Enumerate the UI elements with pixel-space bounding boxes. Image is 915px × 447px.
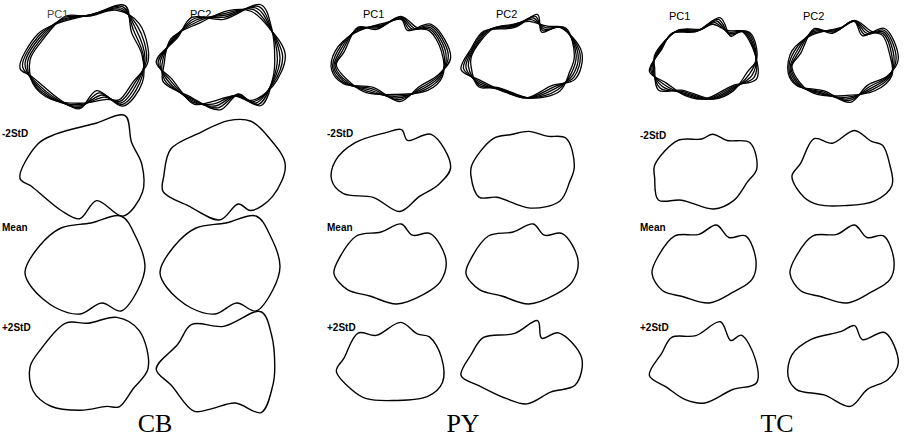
panel-label: CB <box>138 410 173 439</box>
outline-shape <box>29 317 148 410</box>
outline-shape <box>20 115 144 219</box>
pc-label: PC1 <box>47 8 68 20</box>
outline-shape <box>156 311 275 413</box>
pc-label: PC1 <box>669 10 690 22</box>
outline-variant <box>156 4 275 106</box>
outline-variant <box>336 16 444 94</box>
row-label: -2StD <box>2 128 28 139</box>
outline-shape <box>162 119 285 220</box>
outline-shape <box>652 225 756 303</box>
pc-label: PC2 <box>190 8 211 20</box>
outline-shape <box>788 325 899 406</box>
outline-shape <box>649 322 758 404</box>
panel-label: PY <box>446 410 479 439</box>
row-label: -2StD <box>640 130 666 141</box>
outline-variant <box>27 9 146 105</box>
outline-variant <box>158 6 277 105</box>
pc-overlay <box>331 16 451 101</box>
outline-shape <box>654 134 757 209</box>
outline-shape <box>792 130 893 206</box>
outline-variant <box>461 14 582 98</box>
outline-variant <box>160 7 280 106</box>
outline-shape <box>471 131 575 208</box>
row-label: +2StD <box>2 322 31 333</box>
outline-variant <box>335 17 444 96</box>
outline-variant <box>790 21 894 99</box>
panel-label: TC <box>760 410 793 439</box>
outline-variant <box>466 18 578 98</box>
pc-overlay <box>156 4 285 110</box>
outline-shape <box>334 224 446 304</box>
pc-overlay <box>20 5 149 109</box>
row-label: Mean <box>2 222 28 233</box>
outline-shape <box>160 215 280 314</box>
row-label: +2StD <box>327 322 356 333</box>
outline-variant <box>29 10 148 103</box>
outline-shape <box>790 225 894 303</box>
outline-shape <box>25 215 145 314</box>
pc-overlay <box>461 14 582 98</box>
outline-variant <box>649 18 758 100</box>
row-label: +2StD <box>640 322 669 333</box>
outline-shape <box>461 320 582 404</box>
row-label: Mean <box>327 222 353 233</box>
outline-shape <box>331 129 451 211</box>
outline-shape <box>466 224 578 304</box>
pc-overlay <box>788 20 899 102</box>
pc-overlay <box>649 18 758 100</box>
pc-label: PC1 <box>363 8 384 20</box>
row-label: -2StD <box>327 128 353 139</box>
outline-variant <box>788 21 899 102</box>
pc-label: PC2 <box>496 8 517 20</box>
outline-variant <box>789 21 896 101</box>
outline-shape <box>336 322 444 400</box>
pc-label: PC2 <box>803 10 824 22</box>
outline-variant <box>334 18 446 98</box>
row-label: Mean <box>640 222 666 233</box>
